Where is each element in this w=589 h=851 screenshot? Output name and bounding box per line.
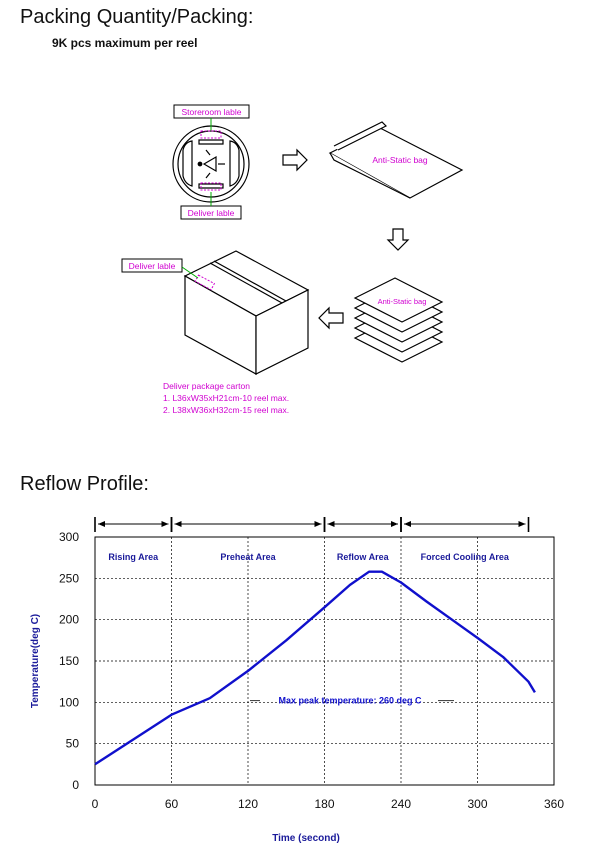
arrow-down-icon (386, 228, 410, 251)
deliver-label-reel-box: Deliver lable (180, 182, 242, 220)
x-tick-label: 120 (238, 797, 258, 811)
y-tick-label: 250 (59, 571, 79, 585)
y-tick-label: 200 (59, 613, 79, 627)
zone-label: Forced Cooling Area (421, 552, 510, 562)
y-tick-label: 100 (59, 695, 79, 709)
reflow-section-title: Reflow Profile: (20, 473, 149, 495)
zone-markers: Rising Area Preheat Area Reflow Area Forced… (94, 517, 530, 562)
x-tick-label: 360 (544, 797, 564, 811)
deliver-label-carton-text: Deliver lable (129, 261, 176, 271)
zone-label: Preheat Area (220, 552, 276, 562)
zone-arrow-head-right (391, 521, 398, 527)
arrow-right-icon (282, 148, 308, 172)
temperature-curve (94, 570, 536, 766)
carton-spec-line-1: 1. L36xW35xH21cm-10 reel max. (163, 393, 289, 403)
anti-static-bag-text: Anti-Static bag (372, 155, 428, 165)
y-tick-label: 0 (72, 778, 79, 792)
x-tick-label: 0 (92, 797, 99, 811)
carton-spec-line-2: 2. L38xW36xH32cm-15 reel max. (163, 405, 289, 415)
reel-drawing (172, 125, 250, 203)
arrow-left-icon (318, 306, 344, 330)
carton-title: Deliver package carton (163, 381, 250, 391)
peak-annotation-text: Max peak temperature: 260 deg C (278, 696, 422, 706)
bag-stack-drawing: Anti-Static bag (353, 277, 444, 363)
plot-frame (94, 536, 555, 786)
y-tick-label: 300 (59, 530, 79, 544)
zone-label: Rising Area (108, 552, 159, 562)
anti-static-bag-drawing: Anti-Static bag (328, 121, 464, 199)
deliver-label-reel-text: Deliver lable (188, 208, 235, 218)
packing-diagram: Storeroom lable Deliver lable Anti-Stati… (121, 104, 464, 415)
carton-drawing (183, 250, 310, 376)
reflow-chart: Rising Area Preheat Area Reflow Area Forced… (30, 517, 565, 844)
y-tick-label: 50 (66, 737, 80, 751)
packing-subtitle: 9K pcs maximum per reel (52, 36, 198, 50)
x-tick-label: 180 (314, 797, 334, 811)
y-tick-label: 150 (59, 654, 79, 668)
zone-arrow-head-left (327, 521, 335, 527)
x-axis-label: Time (second) (272, 833, 340, 844)
peak-annotation: Max peak temperature: 260 deg C (250, 696, 454, 706)
y-axis-ticks: 0 50 100 150 200 250 300 (59, 530, 79, 792)
anti-static-bag-stack-text: Anti-Static bag (378, 297, 427, 306)
zone-arrow-head-left (404, 521, 411, 527)
x-tick-label: 240 (391, 797, 411, 811)
x-tick-label: 300 (467, 797, 487, 811)
zone-arrow-head-right (314, 521, 322, 527)
storeroom-label-text: Storeroom lable (181, 107, 241, 117)
x-tick-label: 60 (165, 797, 179, 811)
zone-arrow-head-left (174, 521, 182, 527)
x-axis-ticks: 0 60 120 180 240 300 360 (92, 797, 565, 811)
y-axis-label: Temperature(deg C) (30, 614, 41, 708)
storeroom-label-box: Storeroom lable (173, 104, 250, 139)
zone-arrow-head-right (161, 521, 169, 527)
zone-arrow-head-right (518, 521, 526, 527)
zone-arrow-head-left (98, 521, 105, 527)
zone-label: Reflow Area (337, 552, 390, 562)
deliver-label-carton-box: Deliver lable (121, 258, 199, 279)
packing-section-title: Packing Quantity/Packing: (20, 6, 254, 28)
chart-grid (95, 537, 554, 785)
